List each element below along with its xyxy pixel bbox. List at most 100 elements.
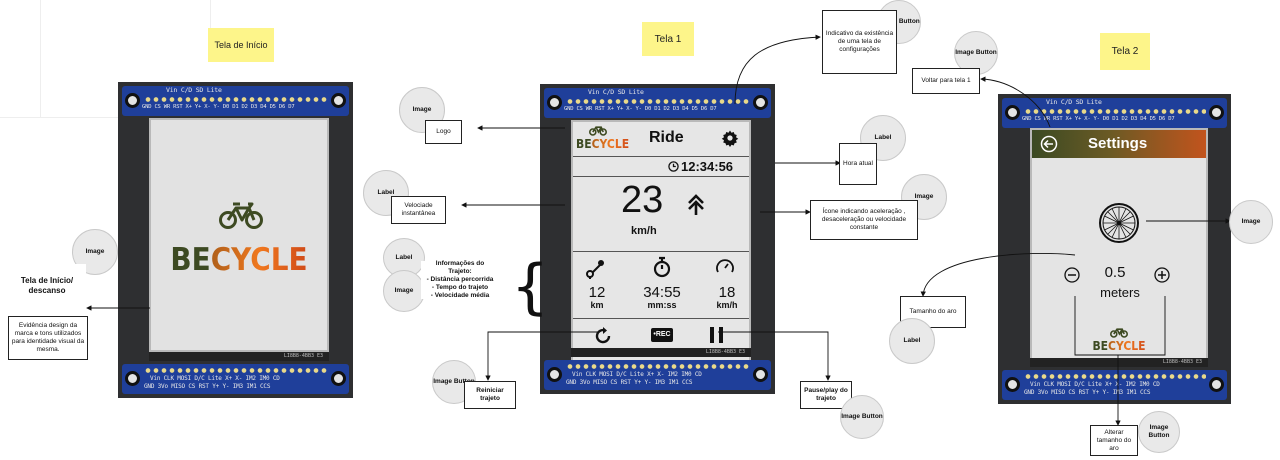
avg-speed-value: 18	[718, 284, 736, 301]
rim-size-unit: meters	[1100, 285, 1140, 300]
tag-image-info: Image	[383, 270, 425, 312]
connector-config	[734, 34, 821, 105]
flex-strip: LI8B8-4BB3 E3	[571, 348, 751, 357]
pin-labels-bottom: Vin CLK MOSI D/C Lite X+ X- IM2 IM0 CD	[1030, 381, 1160, 388]
brand-logo-small: BECYCLE	[1092, 339, 1146, 353]
speed-value: 23	[621, 179, 664, 221]
tag-image-button-voltar: Image Button	[954, 31, 998, 75]
info-item: - Distância percorrida	[426, 276, 494, 283]
note-alterar-aro: Alterar tamanho do aro	[1090, 425, 1138, 456]
device-board-tela2: Vin C/D SD Lite GND CS WR RST X+ Y+ X- Y…	[998, 94, 1231, 404]
guide-line-v2	[210, 0, 211, 30]
pin-labels-top: Vin C/D SD Lite	[166, 86, 222, 94]
tag-label-aro: Label	[889, 318, 935, 364]
tag-image-button-alterar: Image Button	[1138, 411, 1180, 453]
duration-unit: mm:ss	[647, 300, 677, 310]
mount-hole	[331, 371, 346, 386]
minus-button[interactable]	[1064, 267, 1080, 283]
pin-labels-top: Vin C/D SD Lite	[588, 88, 644, 96]
note-tela-inicio-desc: Evidência design da marca e tons utiliza…	[8, 316, 88, 360]
back-arrow-icon[interactable]	[1040, 135, 1058, 153]
brand-logo-small: BECYCLE	[576, 137, 630, 151]
plus-button[interactable]	[1154, 267, 1170, 283]
guide-line-v	[40, 0, 41, 117]
pin-labels-top-2: GND CS WR RST X+ Y+ X- Y- D0 D1 D2 D3 D4…	[564, 106, 717, 112]
avg-speed-unit: km/h	[716, 300, 738, 310]
pin-labels-bottom-2: GND 3Vo MISO CS RST Y+ Y- IM3 IM1 CCS	[1024, 389, 1151, 396]
sticky-tela-1: Tela 1	[642, 22, 694, 56]
note-aceleracao: Ícone indicando aceleração , desaceleraç…	[810, 200, 918, 240]
note-voltar: Voltar para tela 1	[912, 68, 980, 94]
gear-icon[interactable]	[721, 129, 739, 147]
clock-icon	[668, 161, 679, 172]
note-config: Indicativo da existência de uma tela de …	[822, 10, 897, 74]
screen-inicio: BECYCLE	[149, 118, 329, 352]
wheel-icon	[1099, 203, 1139, 243]
connector-voltar	[980, 76, 1051, 128]
pcb-header-top: Vin C/D SD Lite GND CS WR RST X+ Y+ X- Y…	[122, 86, 349, 116]
device-board-inicio: Vin C/D SD Lite GND CS WR RST X+ Y+ X- Y…	[118, 82, 353, 398]
pin-labels-top-2: GND CS WR RST X+ Y+ X- Y- D0 D1 D2 D3 D4…	[142, 104, 295, 110]
mount-hole	[753, 95, 768, 110]
restart-icon[interactable]	[593, 326, 613, 346]
sticky-tela-inicio: Tela de Início	[208, 28, 274, 62]
pin-labels-bottom: Vin CLK MOSI D/C Lite X+ X- IM2 IM0 CD	[150, 375, 280, 382]
connector-alterar-l	[1074, 296, 1166, 356]
bicycle-icon	[1110, 328, 1128, 338]
speed-unit: km/h	[631, 225, 657, 237]
note-hora: Hora atual	[839, 143, 877, 185]
distance-value: 12	[588, 284, 606, 301]
mount-hole	[125, 93, 140, 108]
mount-hole	[331, 93, 346, 108]
pin-pads-top	[144, 96, 328, 103]
distance-unit: km	[590, 300, 604, 310]
info-item: - Velocidade média	[430, 292, 490, 299]
mount-hole	[547, 367, 562, 382]
note-reiniciar: Reiniciar trajeto	[464, 381, 516, 409]
stats-row: 12 km 34:55 mm:ss 18 km/h	[573, 252, 749, 319]
pause-icon	[710, 327, 714, 343]
sticky-tela-2: Tela 2	[1100, 33, 1150, 70]
pause-button[interactable]	[709, 327, 725, 343]
acceleration-arrow-icon	[688, 194, 704, 215]
pin-labels-top-2: GND CS WR RST X+ Y+ X- Y- D0 D1 D2 D3 D4…	[1022, 116, 1175, 122]
note-tela-inicio: Tela de Início/ descanso	[8, 264, 86, 308]
screen-header: BECYCLE Ride	[573, 122, 749, 157]
bicycle-icon	[589, 126, 607, 136]
brand-logo: BECYCLE	[170, 242, 308, 278]
clock-label: 12:34:56	[681, 159, 734, 174]
device-board-tela1: Vin C/D SD Lite GND CS WR RST X+ Y+ X- Y…	[540, 84, 775, 394]
guide-line-h	[0, 117, 120, 118]
pin-labels-bottom-2: GND 3Vo MISO CS RST Y+ Y- IM3 IM1 CCS	[144, 383, 271, 390]
connector-pause	[718, 331, 831, 381]
brace-symbol: {	[511, 252, 549, 322]
pcb-header-bottom: Vin CLK MOSI D/C Lite X+ X- IM2 IM0 CD G…	[544, 360, 771, 390]
route-icon	[586, 260, 604, 279]
settings-header: Settings	[1032, 130, 1206, 158]
rim-size-value: 0.5	[1104, 264, 1126, 281]
flex-strip: LI8B8-4BB3 E3	[149, 352, 329, 361]
rec-button[interactable]: •REC	[651, 328, 673, 342]
note-logo: Logo	[425, 120, 462, 144]
pin-labels-top: Vin C/D SD Lite	[1046, 98, 1102, 106]
stopwatch-icon	[653, 256, 671, 278]
duration-value: 34:55	[643, 284, 681, 301]
pin-pads-bottom	[566, 363, 750, 370]
info-item: - Tempo do trajeto	[431, 284, 489, 291]
pcb-header-top: Vin C/D SD Lite GND CS WR RST X+ Y+ X- Y…	[1002, 98, 1227, 128]
pcb-header-top: Vin C/D SD Lite GND CS WR RST X+ Y+ X- Y…	[544, 88, 771, 118]
mount-hole	[1209, 377, 1224, 392]
settings-title: Settings	[1088, 135, 1148, 152]
mount-hole	[1209, 105, 1224, 120]
speedometer-icon	[716, 259, 734, 273]
bicycle-icon	[219, 202, 263, 229]
mount-hole	[1005, 377, 1020, 392]
pcb-header-bottom: Vin CLK MOSI D/C Lite X+ X- IM2 IM0 CD G…	[122, 364, 349, 394]
pin-pads-top	[566, 98, 750, 105]
connector-tamanho	[920, 252, 1076, 297]
connector-reiniciar	[485, 331, 600, 381]
pin-labels-bottom: Vin CLK MOSI D/C Lite X+ X- IM2 IM0 CD	[572, 371, 702, 378]
speed-panel: 23 km/h	[573, 177, 749, 252]
flex-strip: LI8B8-4BB3 E3	[1030, 358, 1208, 367]
